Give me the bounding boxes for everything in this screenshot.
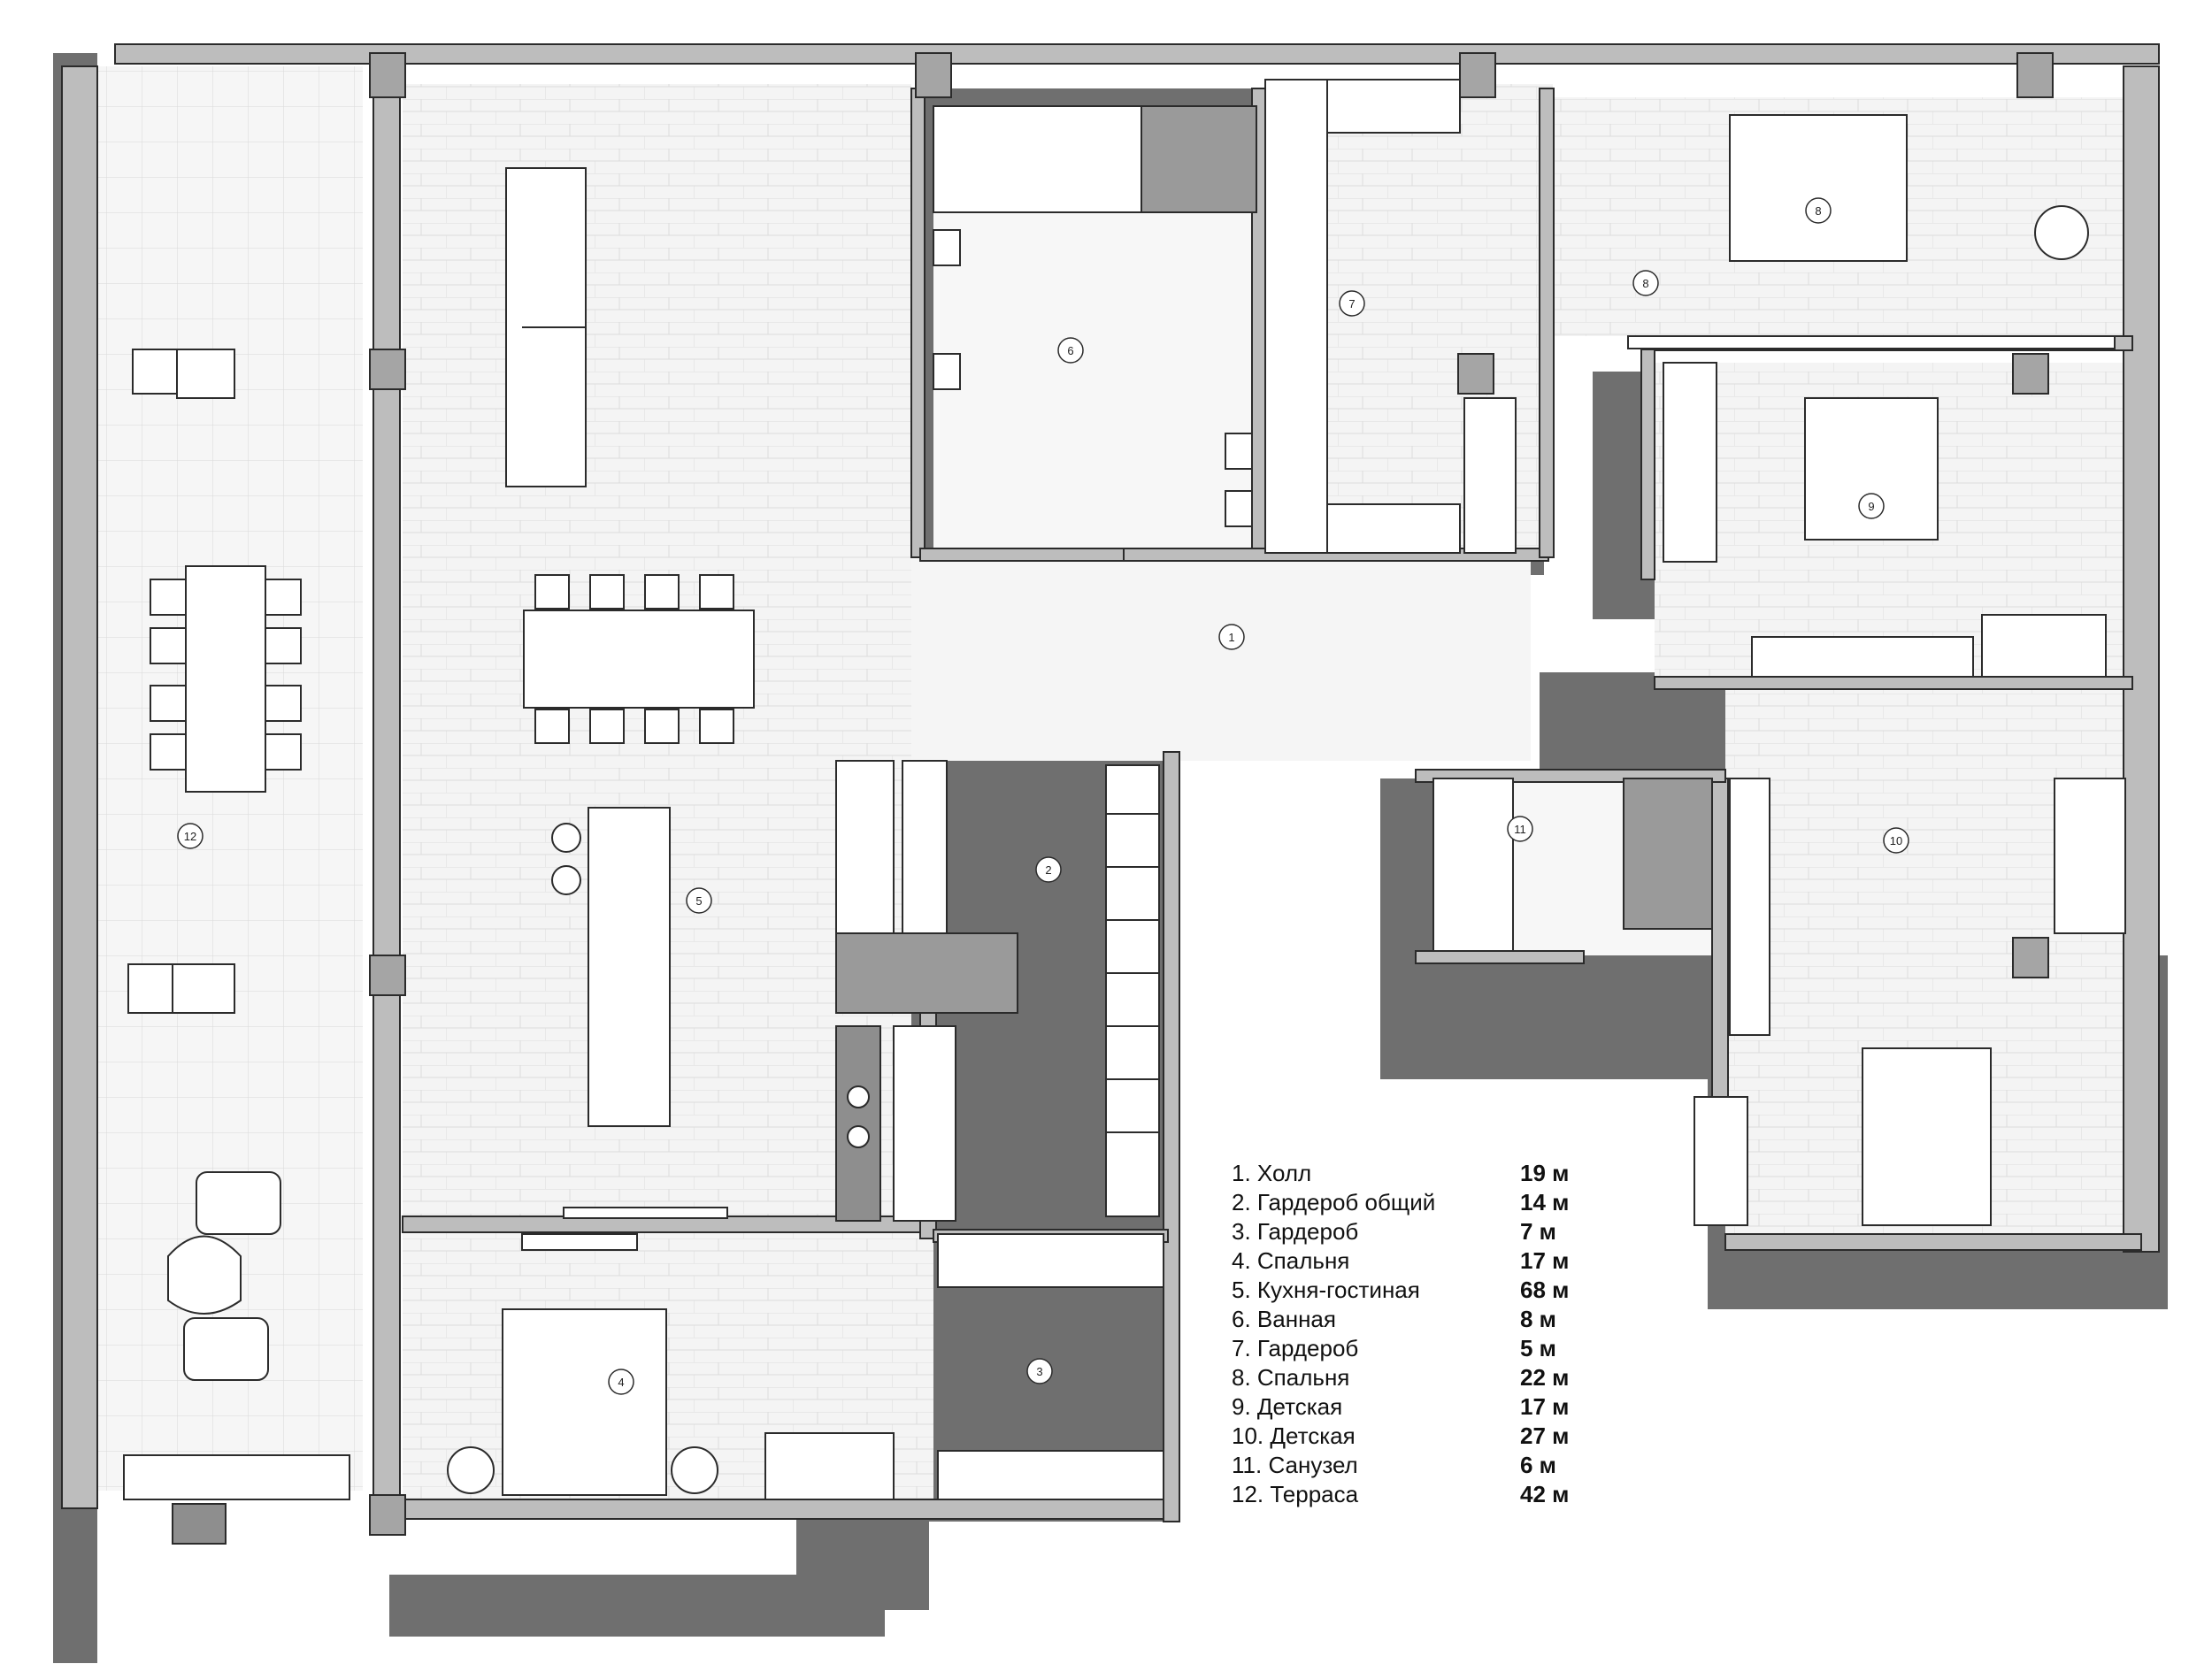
wardrobe-7-furniture — [1264, 79, 1517, 554]
room-marker-8a: 8 — [1805, 197, 1832, 224]
legend-label: 10. Детская — [1232, 1422, 1356, 1449]
legend-label: 2. Гардероб общий — [1232, 1189, 1436, 1215]
legend-row: 7. Гардероб 5 м — [1232, 1334, 1586, 1363]
legend-area: 22 м — [1520, 1364, 1570, 1391]
terrace-cabinet — [176, 349, 235, 399]
room-marker-10: 10 — [1883, 827, 1909, 854]
svg-text:2: 2 — [1045, 863, 1051, 877]
desk — [1694, 1096, 1748, 1226]
bed — [502, 1308, 667, 1496]
legend-area: 5 м — [1520, 1335, 1556, 1361]
desk — [764, 1432, 895, 1500]
kitchen-wardrobe — [835, 760, 1160, 1222]
legend-label: 12. Терраса — [1232, 1481, 1359, 1507]
bathroom-6-furniture — [933, 105, 1257, 527]
svg-text:8: 8 — [1642, 277, 1648, 290]
svg-text:11: 11 — [1514, 823, 1526, 836]
legend-label: 8. Спальня — [1232, 1364, 1350, 1391]
lounge-chair — [183, 1317, 269, 1381]
legend-row: 4. Спальня 17 м — [1232, 1246, 1586, 1276]
terrace-storage — [123, 1454, 350, 1500]
bed — [1804, 397, 1939, 541]
legend-label: 6. Ванная — [1232, 1306, 1336, 1332]
legend-row: 8. Спальня 22 м — [1232, 1363, 1586, 1392]
svg-text:5: 5 — [695, 894, 702, 908]
room-legend: 1. Холл 19 м 2. Гардероб общий 14 м 3. Гар… — [1232, 1159, 1586, 1509]
room-marker-2: 2 — [1035, 856, 1062, 883]
room-marker-12: 12 — [177, 823, 204, 849]
hall-floor — [911, 557, 1531, 761]
legend-label: 1. Холл — [1232, 1160, 1312, 1186]
legend-row: 12. Терраса 42 м — [1232, 1480, 1586, 1509]
legend-label: 3. Гардероб — [1232, 1218, 1359, 1245]
legend-label: 9. Детская — [1232, 1393, 1343, 1420]
pillars — [369, 52, 2054, 1536]
legend-label: 5. Кухня-гостиная — [1232, 1277, 1420, 1303]
legend-area: 14 м — [1520, 1189, 1570, 1215]
room-marker-3: 3 — [1026, 1358, 1053, 1384]
bed — [1729, 114, 1908, 262]
room-marker-11: 11 — [1507, 816, 1533, 842]
wardrobe-2-cabinets — [1105, 764, 1160, 1217]
legend-row: 2. Гардероб общий 14 м — [1232, 1188, 1586, 1217]
kids-10-furniture — [1694, 778, 2126, 1226]
legend-label: 4. Спальня — [1232, 1247, 1350, 1274]
wardrobe-3 — [937, 1233, 1164, 1500]
legend-area: 6 м — [1520, 1452, 1556, 1478]
room-marker-8b: 8 — [1632, 270, 1659, 296]
terrace-dining-table — [185, 565, 266, 793]
dining-table — [523, 610, 755, 709]
bedroom-8-furniture — [1627, 114, 2116, 349]
legend-row: 9. Детская 17 м — [1232, 1392, 1586, 1422]
legend-area: 68 м — [1520, 1277, 1570, 1303]
terrace-planter — [132, 349, 178, 395]
svg-text:8: 8 — [1815, 204, 1821, 218]
svg-text:6: 6 — [1067, 344, 1073, 357]
lounge-table — [167, 1235, 242, 1315]
kids-9-furniture — [1663, 362, 2107, 678]
bed — [1862, 1047, 1992, 1226]
legend-row: 1. Холл 19 м — [1232, 1159, 1586, 1188]
legend-area: 8 м — [1520, 1306, 1556, 1332]
kitchen-hob-block — [835, 932, 1018, 1014]
svg-text:9: 9 — [1868, 500, 1874, 513]
wc-11-furniture — [1432, 778, 1713, 952]
legend-label: 7. Гардероб — [1232, 1335, 1359, 1361]
terrace-furniture — [123, 349, 350, 1545]
desk — [1981, 614, 2107, 678]
legend-area: 17 м — [1520, 1247, 1570, 1274]
living-furniture — [505, 167, 755, 1219]
legend-label: 11. Санузел — [1232, 1452, 1358, 1478]
legend-row: 3. Гардероб 7 м — [1232, 1217, 1586, 1246]
svg-text:4: 4 — [618, 1376, 624, 1389]
legend-area: 7 м — [1520, 1218, 1556, 1245]
svg-text:3: 3 — [1036, 1365, 1042, 1378]
svg-text:12: 12 — [184, 830, 196, 843]
room-markers: 1 2 3 4 5 6 7 8 8 9 10 11 12 — [177, 197, 1909, 1395]
room-marker-5: 5 — [686, 887, 712, 914]
legend-area: 42 м — [1520, 1481, 1570, 1507]
cooktop — [835, 1025, 881, 1222]
legend-area: 19 м — [1520, 1160, 1570, 1186]
lounge-chair — [196, 1171, 281, 1235]
room-marker-7: 7 — [1339, 290, 1365, 317]
terrace-grill — [127, 963, 173, 1014]
bedroom-4-furniture — [447, 1233, 895, 1500]
legend-row: 10. Детская 27 м — [1232, 1422, 1586, 1451]
room-marker-1: 1 — [1218, 624, 1245, 650]
legend-row: 11. Санузел 6 м — [1232, 1451, 1586, 1480]
kitchen-island — [588, 807, 671, 1127]
room-marker-9: 9 — [1858, 493, 1885, 519]
svg-text:7: 7 — [1348, 297, 1355, 311]
legend-area: 27 м — [1520, 1422, 1570, 1449]
legend-row: 6. Ванная 8 м — [1232, 1305, 1586, 1334]
room-marker-4: 4 — [608, 1369, 634, 1395]
legend-row: 5. Кухня-гостиная 68 м — [1232, 1276, 1586, 1305]
svg-text:1: 1 — [1228, 631, 1234, 644]
legend-area: 17 м — [1520, 1393, 1570, 1420]
svg-text:10: 10 — [1890, 834, 1902, 847]
room-marker-6: 6 — [1057, 337, 1084, 364]
